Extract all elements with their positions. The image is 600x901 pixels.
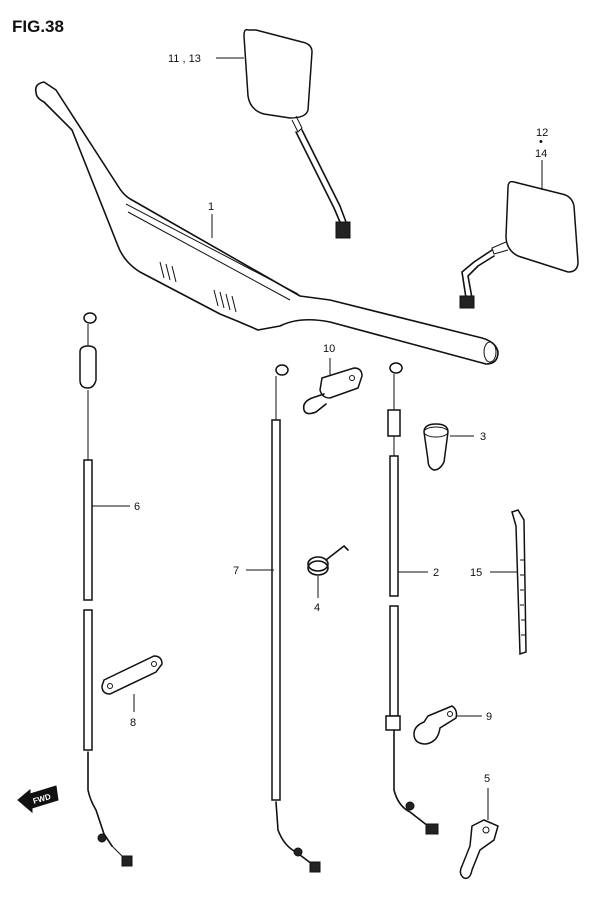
cable-guide xyxy=(302,367,363,415)
forward-arrow-icon: FWD xyxy=(17,785,59,814)
callout-12: 12 xyxy=(536,127,548,139)
leader-lines xyxy=(92,57,543,820)
cable-boot xyxy=(423,423,449,471)
handlebar xyxy=(34,81,499,365)
callout-5: 5 xyxy=(484,773,490,785)
callout-15: 15 xyxy=(470,567,482,579)
callout-1: 1 xyxy=(208,201,214,213)
callout-labels: 1 11 , 13 12 • 14 3 6 7 2 15 4 10 8 9 5 xyxy=(130,53,548,785)
callout-3: 3 xyxy=(480,431,486,443)
callout-8: 8 xyxy=(130,717,136,729)
callout-14: 14 xyxy=(535,148,547,160)
throttle-return-cable xyxy=(271,364,321,873)
callout-7: 7 xyxy=(233,565,239,577)
bracket-lever xyxy=(459,819,499,880)
callout-4: 4 xyxy=(314,602,320,614)
mirror-right xyxy=(459,180,579,309)
cable-holder-right xyxy=(413,705,458,745)
clutch-cable xyxy=(385,362,439,835)
clamp-band xyxy=(511,509,527,656)
spring xyxy=(307,545,349,576)
mirror-left xyxy=(243,28,351,239)
throttle-cable xyxy=(79,312,133,867)
callout-9: 9 xyxy=(486,711,492,723)
cable-holder-left xyxy=(101,655,163,695)
callout-6: 6 xyxy=(134,501,140,513)
callout-10: 10 xyxy=(323,343,335,355)
callout-12-dot: • xyxy=(539,136,543,148)
callout-11-13: 11 , 13 xyxy=(168,53,201,65)
figure-title: FIG.38 xyxy=(12,17,64,36)
callout-2: 2 xyxy=(433,567,439,579)
